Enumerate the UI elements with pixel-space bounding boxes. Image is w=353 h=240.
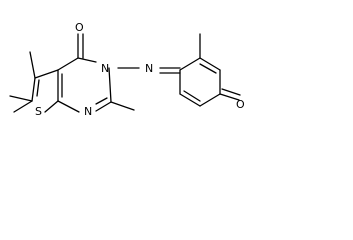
bond-methyl-c2p bbox=[110, 101, 135, 111]
atom-label-nitrogen-ring: N bbox=[101, 62, 109, 75]
bond-c2p-n1-double bbox=[95, 97, 108, 105]
bond-c2-c3 bbox=[31, 77, 36, 102]
bond-c5q-c6q bbox=[179, 93, 201, 107]
bond-n3-c2p bbox=[108, 67, 112, 103]
bond-c2p-n1 bbox=[95, 101, 112, 112]
bonds bbox=[9, 33, 241, 113]
atom-label-oxygen-right: O bbox=[236, 98, 245, 111]
bond-c1-c2q bbox=[179, 57, 201, 71]
bond-c2q-c3q-double bbox=[199, 63, 217, 74]
atom-label-nitrogen-pyrimidine: N bbox=[84, 105, 92, 118]
bond-c3-c3a bbox=[34, 69, 59, 79]
bond-c4q-o-double bbox=[221, 88, 241, 96]
bond-methyl-c2 bbox=[9, 95, 33, 102]
atom-label-sulfur: S bbox=[35, 105, 42, 118]
bond-c3a-c4 bbox=[57, 57, 79, 71]
bond-s-c2 bbox=[13, 100, 33, 113]
bond-c5q-c6q-double bbox=[183, 90, 201, 102]
bond-c2q-c3q bbox=[199, 57, 221, 71]
molecule-structure: O N N N S O bbox=[9, 21, 245, 118]
atom-label-oxygen-left: O bbox=[75, 21, 84, 34]
bond-c2-c3-double bbox=[36, 79, 40, 97]
bond-methyl-c3 bbox=[29, 51, 36, 79]
bond-c4-n3 bbox=[77, 57, 97, 63]
bond-c4q-o bbox=[219, 93, 240, 101]
bond-c7a-s bbox=[44, 100, 59, 113]
atom-labels: O N N N S O bbox=[35, 21, 245, 118]
bond-c4q-c5q bbox=[199, 93, 221, 107]
bond-n1-c7a bbox=[57, 100, 80, 113]
atom-label-nitrogen-imine: N bbox=[145, 62, 153, 75]
